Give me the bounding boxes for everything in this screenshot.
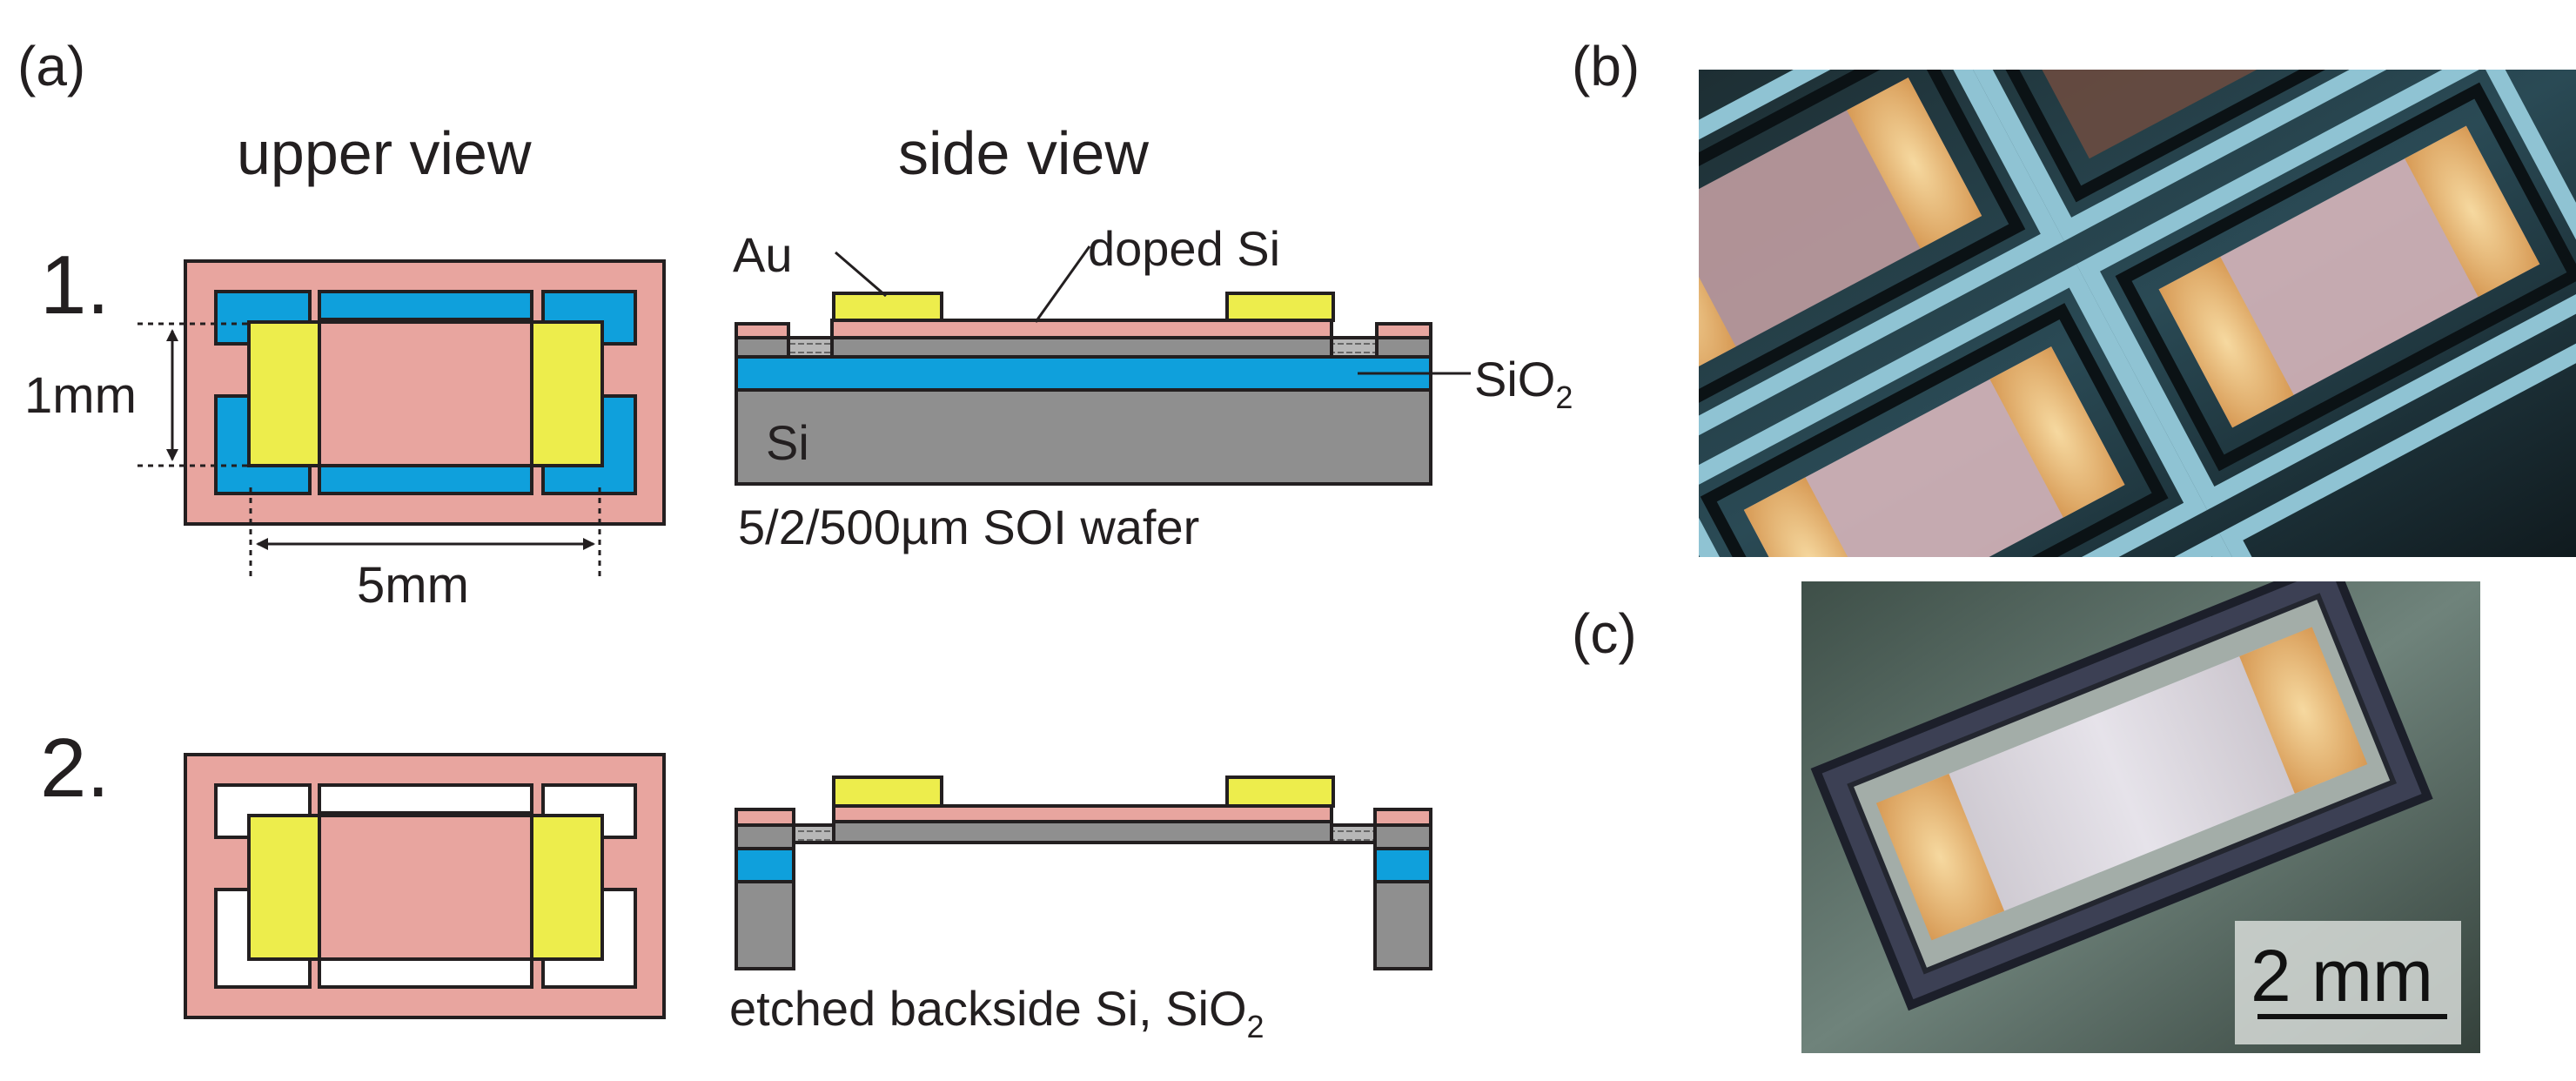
wafer-caption: 5/2/500µm SOI wafer — [738, 500, 1199, 554]
si-label: Si — [766, 415, 809, 470]
sio2-label: SiO2 — [1474, 352, 1573, 415]
panel-label-b: (b) — [1572, 35, 1640, 97]
leader-lines — [835, 245, 1471, 375]
step2-upper-view — [184, 753, 666, 1019]
step1-upper-view — [184, 259, 666, 526]
step-1-label: 1. — [40, 238, 110, 332]
etched-caption: etched backside Si, SiO2 — [729, 981, 1265, 1044]
panel-label-c: (c) — [1572, 602, 1637, 665]
heading-side-view: side view — [898, 119, 1149, 187]
photo-b-wafer-devices — [1699, 70, 2576, 557]
heading-upper-view: upper view — [237, 119, 532, 187]
step-2-label: 2. — [40, 722, 110, 815]
au-label: Au — [733, 227, 793, 282]
doped-si-label: doped Si — [1088, 221, 1280, 276]
scale-bar-label: 2 mm — [2251, 935, 2433, 1017]
panel-label-a: (a) — [17, 35, 85, 97]
dimension-markers — [138, 322, 601, 579]
length-dimension-label: 5mm — [357, 557, 469, 614]
width-dimension-label: 1mm — [24, 367, 137, 424]
photo-c-single-device — [1801, 581, 2480, 1053]
step2-side-view — [735, 776, 1432, 970]
step1-side-view — [735, 292, 1432, 486]
